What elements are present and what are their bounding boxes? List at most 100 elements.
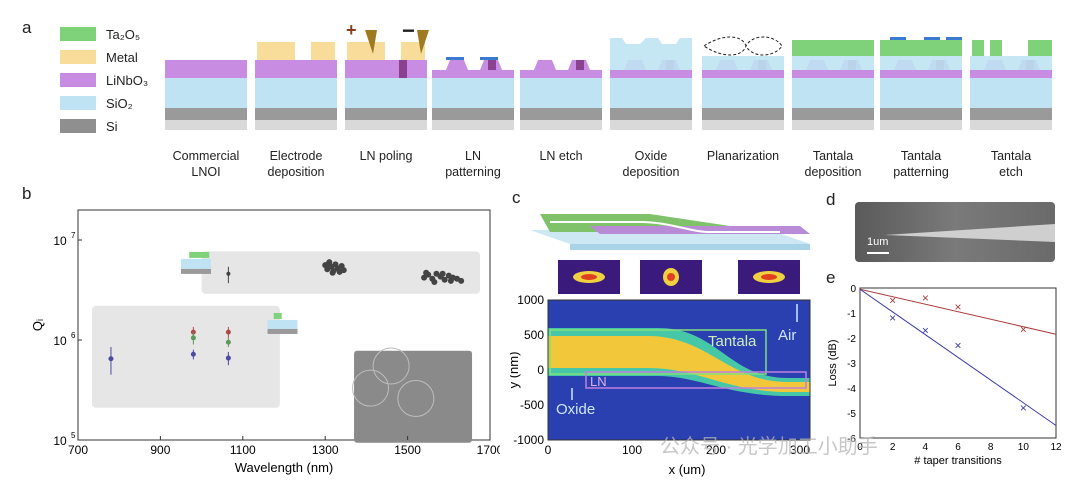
si-layer-fade — [880, 120, 962, 130]
x-tick-label: 4 — [923, 442, 929, 453]
y-tick-label: 10 — [53, 334, 67, 348]
legend-item: Si — [60, 118, 118, 134]
sem-inset — [354, 350, 473, 443]
metal-electrode — [257, 42, 295, 60]
process-step-label: Planarization — [706, 149, 780, 163]
mode-profile-peak — [761, 274, 777, 280]
x-tick-label: 200 — [706, 443, 726, 457]
data-point — [108, 356, 114, 362]
oxide-label: Oxide — [556, 401, 595, 418]
data-point: × — [1020, 401, 1027, 415]
data-point — [225, 339, 231, 345]
sio2-layer — [345, 78, 427, 108]
process-step-label: Commercial LNOI — [172, 149, 240, 179]
poling-plus-sign: + — [346, 20, 357, 40]
si-layer-fade — [792, 120, 874, 130]
planarized-oxide — [970, 56, 1052, 70]
process-step-diagram — [702, 36, 784, 130]
mode-profile-peak — [581, 274, 597, 280]
data-point: × — [954, 339, 961, 353]
ln-layer — [345, 60, 427, 78]
y-tick-label: -5 — [847, 409, 856, 420]
process-step-diagram — [165, 60, 247, 130]
resist-mask — [946, 37, 962, 40]
legend-label: Metal — [106, 49, 138, 65]
y-tick-label: 500 — [524, 328, 544, 342]
scale-bar-label: 1um — [867, 236, 889, 248]
data-point: × — [889, 294, 896, 308]
data-point: × — [954, 300, 961, 314]
y-axis-label: Qᵢ — [30, 319, 45, 331]
process-step-label: Electrode deposition — [267, 149, 325, 179]
y-axis-label: y (nm) — [510, 352, 521, 389]
tantala-layer — [792, 40, 874, 56]
process-step-diagram — [432, 57, 514, 130]
tantala-label: Tantala — [708, 333, 757, 350]
legend-label: Ta₂O₅ — [106, 26, 141, 42]
legend-item: SiO₂ — [60, 95, 133, 111]
legend-label: LiNbO₃ — [106, 72, 149, 88]
data-point — [447, 277, 454, 284]
x-tick-label: 700 — [68, 443, 88, 457]
probe-tip — [417, 30, 429, 54]
panel-e-label: e — [826, 268, 836, 287]
process-step-label: LN poling — [359, 149, 413, 163]
x-tick-label: 6 — [955, 442, 961, 453]
data-point — [190, 351, 196, 357]
sio2-layer — [792, 78, 874, 108]
sio2-layer — [610, 78, 692, 108]
legend-swatch — [60, 27, 96, 41]
tantala-icon — [189, 251, 210, 258]
process-step-label: Oxide deposition — [622, 149, 680, 179]
legend-item: LiNbO₃ — [60, 72, 148, 88]
sio2-layer — [970, 78, 1052, 108]
data-point: × — [889, 311, 896, 325]
q-factor-chart: 7009001100130015001700105106107Wavelengt… — [30, 209, 500, 475]
field-intensity-core — [548, 336, 810, 392]
legend-swatch — [60, 50, 96, 64]
process-step-diagram — [880, 37, 962, 130]
taper-tip-shape — [885, 224, 1055, 242]
fit-line — [859, 288, 1057, 426]
process-step-label: Tantala patterning — [893, 149, 949, 179]
legend-swatch — [60, 73, 96, 87]
x-tick-label: 8 — [988, 442, 994, 453]
y-tick-label: 10 — [53, 434, 67, 448]
y-tick-label: 10 — [53, 234, 67, 248]
ln-layer — [255, 60, 337, 78]
field-map-frame — [547, 299, 811, 441]
si-layer-fade — [702, 120, 784, 130]
panel-b-label: b — [22, 184, 32, 203]
ln-slab — [880, 70, 962, 78]
ln-slab — [702, 70, 784, 78]
resist-mask — [480, 57, 498, 60]
sio2-layer — [880, 78, 962, 108]
poled-domain — [399, 60, 407, 78]
stack-icon — [181, 258, 211, 269]
x-tick-label: 0 — [545, 443, 552, 457]
sio2-layer — [255, 78, 337, 108]
data-point — [423, 269, 430, 276]
y-tick-label: -4 — [847, 384, 856, 395]
y-tick-label: -2 — [847, 334, 856, 345]
ln-ridge — [446, 60, 468, 70]
y-tick-label: -6 — [847, 434, 856, 445]
chart-frame — [859, 287, 1057, 439]
metal-electrode — [401, 42, 425, 60]
data-point — [421, 274, 428, 281]
sio2-layer — [702, 78, 784, 108]
x-tick-label: 1700 — [477, 443, 500, 457]
resist-mask — [924, 37, 940, 40]
process-step-diagram — [970, 40, 1052, 130]
ln-slab — [520, 70, 602, 78]
data-point — [431, 279, 438, 286]
sio2-layer — [520, 78, 602, 108]
tantala-layer — [880, 40, 962, 56]
metal-electrode — [347, 42, 385, 60]
x-tick-label: 900 — [150, 443, 170, 457]
watermark: 公众号 · 光学加工小助手 — [660, 436, 878, 458]
substrate-side — [570, 244, 810, 250]
panel-c-label: c — [512, 188, 521, 207]
sio2-layer — [165, 78, 247, 108]
